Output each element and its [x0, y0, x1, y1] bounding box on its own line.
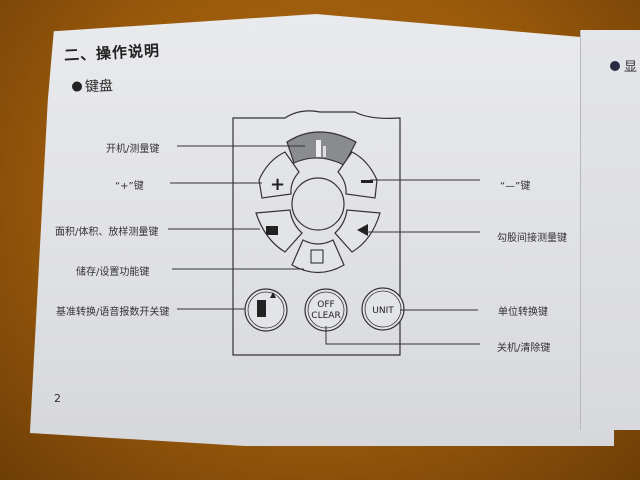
minus-button[interactable]: [337, 151, 378, 199]
right-heading-text: 显: [624, 60, 638, 75]
next-page-edge: [580, 30, 640, 430]
memory-icon: [310, 249, 324, 264]
keypad-outline: [232, 110, 401, 356]
page-number: 2: [54, 392, 61, 405]
cube-icon: [266, 226, 278, 235]
area-volume-button[interactable]: [255, 209, 303, 253]
memory-button[interactable]: [291, 239, 345, 274]
center-ring: [291, 177, 345, 231]
leader-lines: [168, 145, 480, 345]
right-page-heading: 显: [610, 56, 637, 75]
laser-measure-icon: [316, 140, 321, 157]
bullet-icon: [610, 61, 620, 71]
label-plus: “+”键: [115, 181, 144, 192]
unit-button[interactable]: UNIT: [361, 287, 405, 331]
off-clear-button[interactable]: OFF CLEAR: [304, 288, 348, 332]
label-area-volume: 面积/体积、放样测量键: [55, 227, 159, 238]
power-measure-button[interactable]: [286, 131, 357, 166]
pythagoras-button[interactable]: [334, 209, 381, 253]
triangle-icon: [357, 224, 368, 236]
label-pythagoras: 勾股间接测量键: [497, 233, 567, 244]
plus-icon: +: [270, 174, 285, 195]
plus-button[interactable]: +: [258, 151, 300, 199]
reference-button[interactable]: [244, 288, 288, 332]
off-label: OFF: [317, 300, 334, 310]
label-power-measure: 开机/测量键: [106, 144, 160, 155]
label-reference: 基准转换/语音报数开关键: [56, 307, 170, 318]
minus-icon: [361, 180, 373, 183]
label-minus: “—”键: [500, 181, 531, 192]
clear-label: CLEAR: [311, 311, 340, 321]
unit-label: UNIT: [372, 306, 394, 316]
label-off-clear: 关机/清除键: [497, 343, 551, 354]
reference-icon: [257, 300, 266, 317]
label-unit: 单位转换键: [498, 307, 548, 318]
label-memory: 储存/设置功能键: [76, 267, 150, 278]
